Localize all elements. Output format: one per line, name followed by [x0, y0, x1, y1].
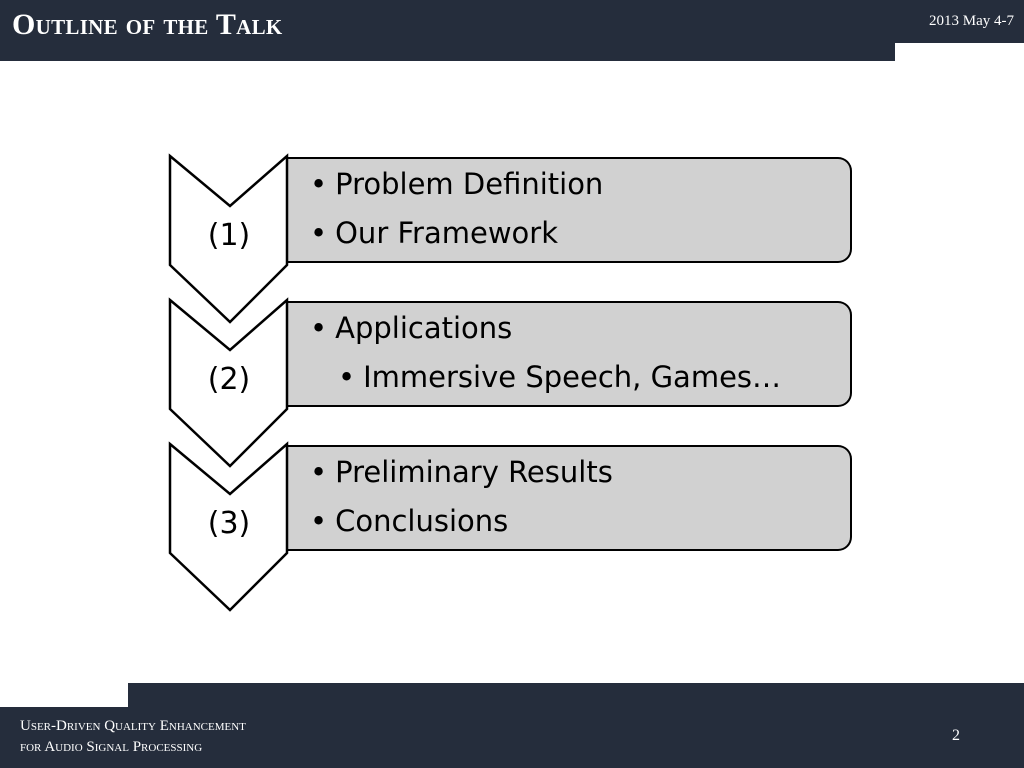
bullet-text: Problem Definition [335, 167, 604, 201]
chevron-1 [168, 153, 289, 324]
bullet-item: •Problem Definition [310, 167, 603, 201]
slide-date: 2013 May 4-7 [929, 13, 1014, 29]
step-number-2: (2) [207, 362, 251, 397]
sub-bullet-item: •Immersive Speech, Games… [338, 360, 781, 394]
bullet-dot: • [338, 360, 356, 394]
step-number-1: (1) [207, 218, 251, 253]
footer-line-1: User-Driven Quality Enhancement [20, 718, 246, 734]
chevron-2 [168, 297, 289, 468]
step-box-2 [285, 301, 852, 407]
bullet-item: •Our Framework [310, 216, 558, 250]
bullet-dot: • [310, 455, 328, 489]
header-notch [895, 43, 1024, 61]
bullet-text: Immersive Speech, Games… [363, 360, 782, 394]
slide-title: Outline of the Talk [12, 8, 283, 41]
bullet-text: Applications [335, 311, 513, 345]
step-box-3 [285, 445, 852, 551]
step-box-1 [285, 157, 852, 263]
header-bar [0, 0, 1024, 61]
bullet-text: Our Framework [335, 216, 558, 250]
bullet-item: •Applications [310, 311, 512, 345]
footer-line-2: for Audio Signal Processing [20, 739, 203, 755]
bullet-item: •Preliminary Results [310, 455, 613, 489]
step-number-3: (3) [207, 506, 251, 541]
bullet-dot: • [310, 216, 328, 250]
footer-caption: User-Driven Quality Enhancement for Audi… [20, 716, 246, 758]
bullet-text: Preliminary Results [335, 455, 613, 489]
bullet-dot: • [310, 504, 328, 538]
page-number: 2 [952, 727, 960, 744]
bullet-dot: • [310, 167, 328, 201]
footer-notch [0, 683, 128, 707]
chevron-3 [168, 441, 289, 612]
bullet-text: Conclusions [335, 504, 509, 538]
footer-bar [0, 683, 1024, 768]
bullet-item: •Conclusions [310, 504, 508, 538]
bullet-dot: • [310, 311, 328, 345]
